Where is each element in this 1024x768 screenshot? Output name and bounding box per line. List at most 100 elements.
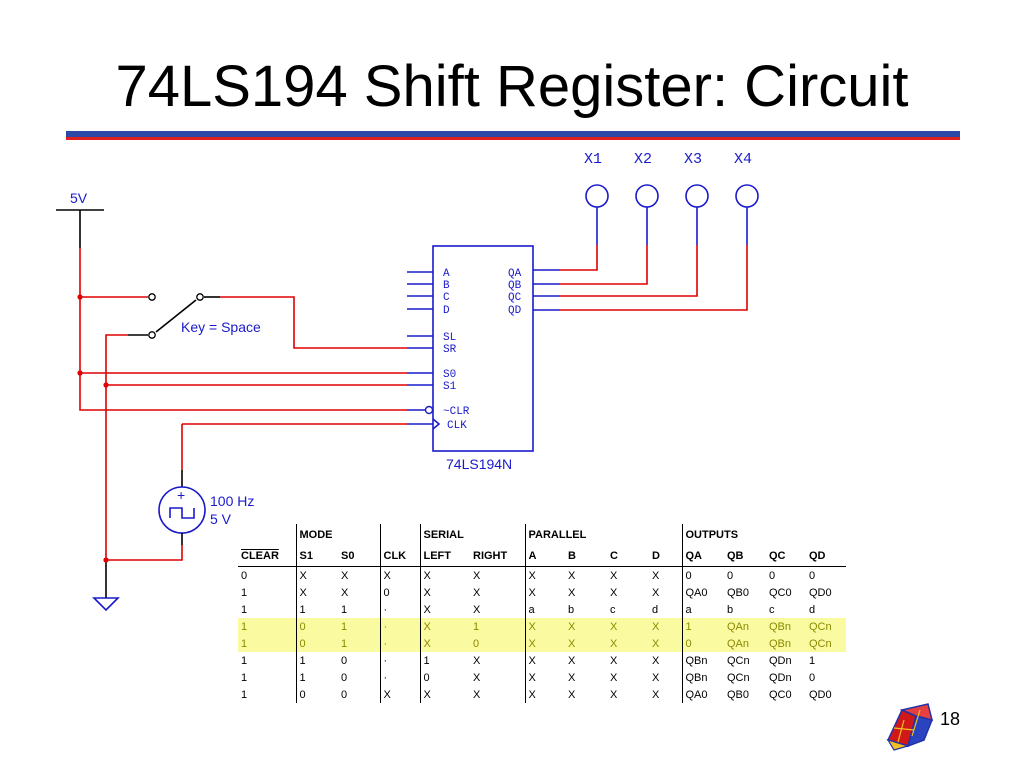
table-cell: b <box>568 603 575 616</box>
pin-label-qa: QA <box>508 268 522 280</box>
table-cell: a <box>524 601 565 618</box>
table-cell: X <box>473 654 481 667</box>
table-cell: 1 <box>295 652 338 669</box>
table-cell: 0 <box>681 566 724 584</box>
page-number: 18 <box>940 709 961 729</box>
table-cell: X <box>295 566 338 584</box>
table-cell: X <box>419 635 470 652</box>
clr-inversion-bubble <box>424 405 434 415</box>
wire-x3-bottom <box>560 245 698 297</box>
group-header-serial: SERIAL <box>419 524 525 545</box>
table-cell: 1 <box>470 618 525 635</box>
table-cell: X <box>524 618 565 635</box>
truth-table: MODE SERIAL PARALLEL OUTPUTS CLEAR S1 S0… <box>238 524 846 703</box>
table-cell: QBn <box>681 669 724 686</box>
column-header-left: LEFT <box>419 545 470 567</box>
table-cell: X <box>524 635 565 652</box>
group-header-row: MODE SERIAL PARALLEL OUTPUTS <box>238 524 846 545</box>
table-cell: X <box>379 566 420 584</box>
table-cell: X <box>341 569 349 582</box>
table-cell: 0 <box>809 671 816 684</box>
table-cell: QDn <box>769 654 792 667</box>
pin-label-clr: ~CLR <box>443 406 470 418</box>
table-cell: X <box>607 618 649 635</box>
probe-x2-lamp <box>635 184 659 208</box>
column-header-clk: CLK <box>379 545 420 567</box>
table-cell: · <box>379 652 420 669</box>
table-cell: d <box>809 603 816 616</box>
table-cell: QB0 <box>727 586 750 599</box>
probe-label-x4: X4 <box>734 151 752 168</box>
supply-label: 5V <box>70 190 88 206</box>
column-header-row: CLEAR S1 S0 CLK LEFT RIGHT A B C D QA QB… <box>238 545 846 567</box>
junction-dot <box>77 294 83 300</box>
table-cell: X <box>473 569 481 582</box>
table-cell: 1 <box>338 618 380 635</box>
pin-label-clk: CLK <box>447 420 467 432</box>
pin-label-qb: QB <box>508 280 522 292</box>
table-cell: 1 <box>419 652 470 669</box>
pin-label-b: B <box>443 280 450 292</box>
table-cell: QA0 <box>681 686 724 703</box>
column-header-qa: QA <box>681 545 724 567</box>
table-cell: · <box>379 618 420 635</box>
group-header-outputs: OUTPUTS <box>681 524 846 545</box>
title-underline-red <box>66 137 960 140</box>
table-cell: X <box>568 654 576 667</box>
table-cell: 0 <box>681 635 724 652</box>
table-cell: QCn <box>806 618 846 635</box>
table-cell: c <box>610 603 616 616</box>
table-cell: X <box>610 586 618 599</box>
table-cell: 0 <box>379 584 420 601</box>
table-cell: 0 <box>470 635 525 652</box>
table-cell: a <box>681 601 724 618</box>
chip-name-label: 74LS194N <box>446 456 512 472</box>
table-cell: QD0 <box>809 586 832 599</box>
logo-icon <box>886 703 934 751</box>
ground-rail-wire <box>105 334 128 560</box>
table-cell: 0 <box>727 569 734 582</box>
table-cell: d <box>652 603 659 616</box>
pin-label-a: A <box>443 268 450 280</box>
pin-label-sr: SR <box>443 344 457 356</box>
table-cell: X <box>610 569 618 582</box>
switch-terminal-top <box>148 293 156 301</box>
table-cell: X <box>652 654 660 667</box>
table-cell: 1 <box>241 586 248 599</box>
table-cell: X <box>607 635 649 652</box>
table-cell: QBn <box>766 635 806 652</box>
column-header-a: A <box>524 545 565 567</box>
column-header-qd: QD <box>806 545 846 567</box>
supply-clr-wire <box>79 248 407 411</box>
table-cell: X <box>649 635 682 652</box>
group-header-mode: MODE <box>295 524 380 545</box>
table-cell: 0 <box>341 654 348 667</box>
table-cell: X <box>652 586 660 599</box>
table-cell: QC0 <box>769 688 792 701</box>
table-cell: X <box>568 688 576 701</box>
slide-title: 74LS194 Shift Register: Circuit <box>115 54 909 119</box>
table-cell: 1 <box>238 618 296 635</box>
table-cell: X <box>610 654 618 667</box>
column-header-s0: S0 <box>338 545 380 567</box>
table-cell: QDn <box>769 671 792 684</box>
wire-x4-bottom <box>560 245 748 311</box>
table-cell: 1 <box>241 603 248 616</box>
pin-label-qc: QC <box>508 292 522 304</box>
table-cell: 0 <box>769 569 776 582</box>
table-cell: 0 <box>241 569 248 582</box>
table-cell: 1 <box>341 603 348 616</box>
column-header-clear: CLEAR <box>238 545 296 567</box>
probe-label-x1: X1 <box>584 151 602 168</box>
probe-x1-lamp <box>585 184 609 208</box>
column-header-d: D <box>649 545 682 567</box>
switch-blade[interactable] <box>155 299 197 333</box>
table-cell: 1 <box>241 654 248 667</box>
table-cell: X <box>565 635 607 652</box>
output-pin-stubs <box>533 269 560 311</box>
table-cell: X <box>610 671 618 684</box>
